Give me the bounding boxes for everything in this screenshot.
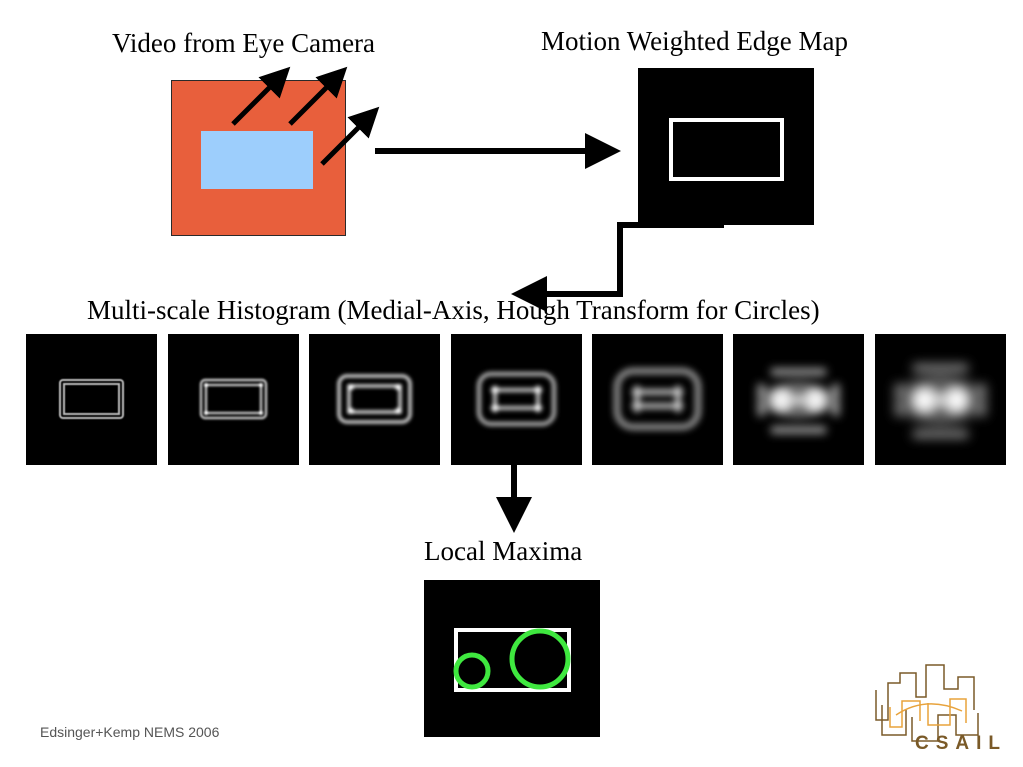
video-label: Video from Eye Camera bbox=[112, 28, 376, 58]
histogram-scale-7 bbox=[875, 334, 1006, 465]
histogram-scale-4 bbox=[451, 334, 582, 465]
edge-map-label: Motion Weighted Edge Map bbox=[541, 26, 849, 56]
histogram-scale-2 bbox=[168, 334, 299, 465]
csail-logo-icon bbox=[875, 664, 979, 742]
camera-moving-object bbox=[201, 131, 313, 189]
histogram-label: Multi-scale Histogram (Medial-Axis, Houg… bbox=[87, 295, 820, 325]
edge-map-image bbox=[638, 68, 814, 225]
footer-credit: Edsinger+Kemp NEMS 2006 bbox=[40, 724, 220, 740]
flow-arrow-icon bbox=[511, 222, 724, 312]
histogram-scale-3 bbox=[309, 334, 440, 465]
edge-map-rectangle bbox=[669, 118, 784, 181]
histogram-scale-6 bbox=[733, 334, 864, 465]
local-maxima-label: Local Maxima bbox=[424, 536, 583, 566]
local-maxima-image bbox=[424, 580, 600, 737]
histogram-scale-5 bbox=[592, 334, 723, 465]
csail-logo-text: CSAIL bbox=[915, 733, 1007, 754]
histogram-scale-1 bbox=[26, 334, 157, 465]
